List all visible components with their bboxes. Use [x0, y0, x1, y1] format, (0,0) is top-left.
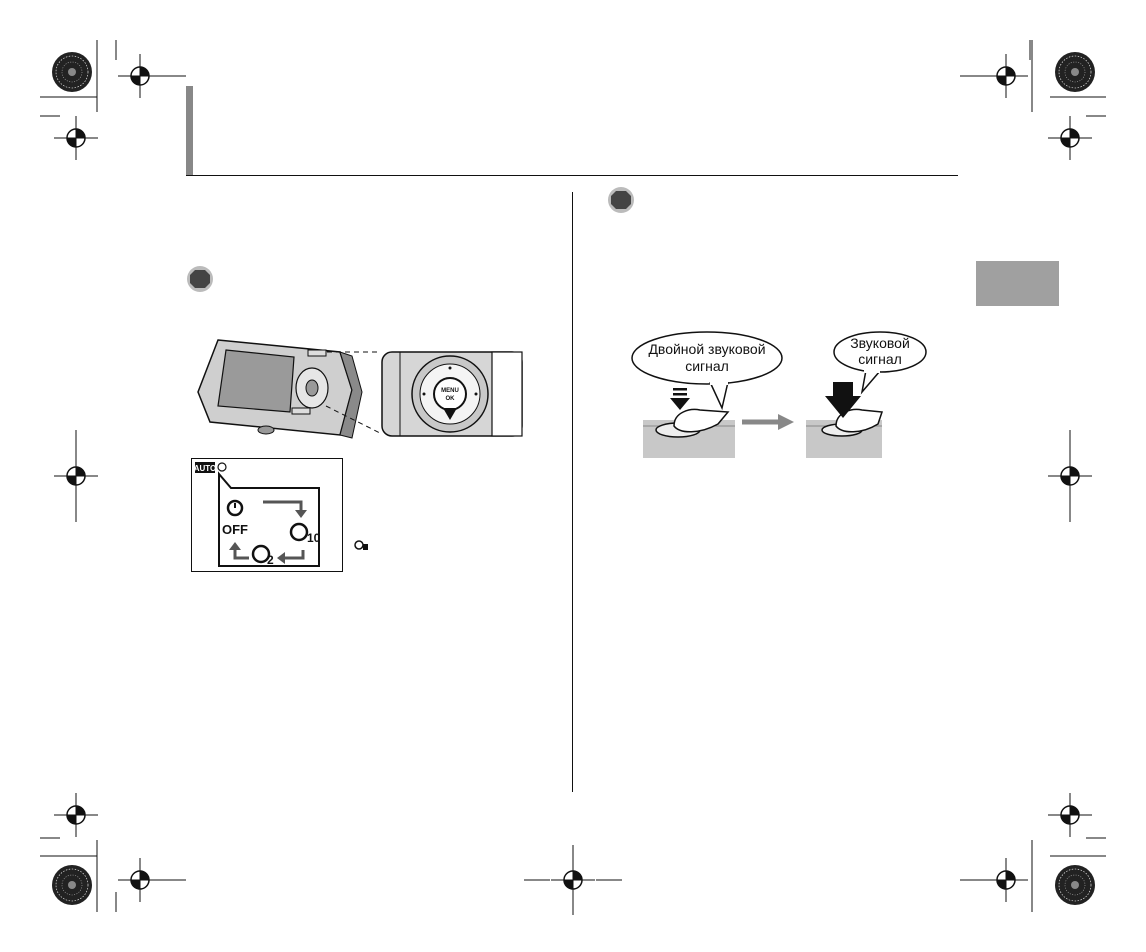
registration-star-bottom-right: [1054, 864, 1096, 906]
camera-illustration: MENU OK: [197, 339, 523, 439]
crosshair-bottom-left-b: [53, 792, 99, 838]
crosshair-top-right-b: [1047, 115, 1093, 161]
two-label: 2: [267, 553, 274, 567]
crosshair-bottom-center: [550, 857, 596, 903]
mode-auto-label: AUTO: [194, 464, 217, 473]
crosshair-top-right-a: [983, 53, 1029, 99]
shutter-press-illustration: Двойной звуковой сигнал Звуковой сигнал: [631, 331, 927, 458]
crosshair-mid-right: [1047, 453, 1093, 499]
crosshair-bottom-right-a: [983, 857, 1029, 903]
crosshair-top-left-a: [117, 53, 163, 99]
crosshair-bottom-right-b: [1047, 792, 1093, 838]
step-marker-right: [608, 187, 634, 213]
header-accent-bar: [186, 86, 193, 176]
timer-10-icon: [354, 540, 368, 550]
section-tab: [976, 261, 1059, 306]
selftimer-menu-diagram: AUTO OFF 10 2: [191, 458, 343, 572]
ten-label: 10: [307, 531, 321, 545]
crosshair-mid-left: [53, 453, 99, 499]
off-label: OFF: [222, 522, 248, 537]
balloon-left-line2: сигнал: [685, 358, 729, 374]
crosshair-top-left-b: [53, 115, 99, 161]
svg-text:OK: OK: [446, 396, 456, 402]
registration-star-top-right: [1054, 51, 1096, 93]
crosshair-bottom-left-a: [117, 857, 163, 903]
step-marker-left: [187, 266, 213, 292]
balloon-right-line2: сигнал: [858, 351, 902, 367]
balloon-single-beep: Звуковой сигнал: [833, 331, 927, 395]
balloon-left-line1: Двойной звуковой: [648, 341, 765, 357]
header-rule: [186, 175, 958, 176]
registration-star-bottom-left: [51, 864, 93, 906]
balloon-right-line1: Звуковой: [850, 335, 910, 351]
balloon-double-beep: Двойной звуковой сигнал: [631, 331, 783, 411]
menu-ok-label: MENU: [441, 388, 459, 394]
registration-star-top-left: [51, 51, 93, 93]
column-divider: [572, 192, 573, 792]
